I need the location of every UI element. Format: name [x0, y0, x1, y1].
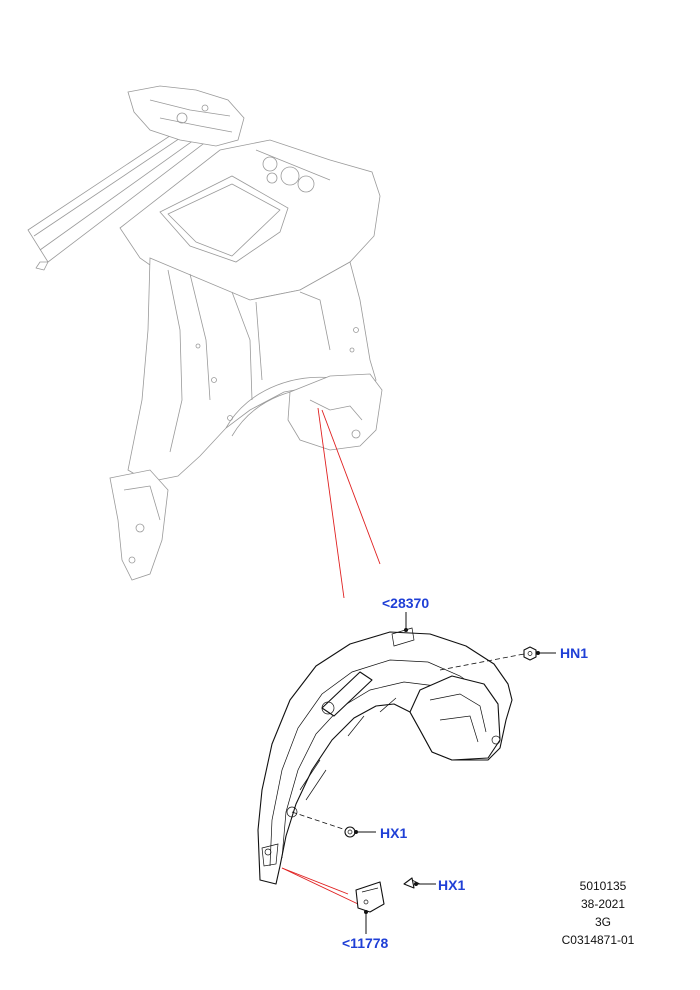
reference-line-3: 3G [595, 915, 611, 929]
nut-icon [523, 646, 537, 661]
reference-block: 5010135 38-2021 3G C0314871-01 [562, 879, 635, 947]
reference-line-liner-a [317, 407, 345, 599]
reference-line-flap-a [281, 867, 349, 895]
callout-nut-top: HN1 [560, 645, 588, 661]
callout-flap: <11778 [342, 935, 389, 951]
reference-line-flap-b [281, 867, 359, 905]
body-shell-illustration [27, 85, 383, 581]
leader-lines [354, 612, 556, 934]
reference-line-1: 5010135 [580, 879, 627, 893]
callout-screw-low: HX1 [438, 877, 465, 893]
callout-screw-mid: HX1 [380, 825, 407, 841]
mud-flap-illustration [355, 881, 385, 913]
screw-axis-mid [291, 811, 347, 831]
callout-liner: <28370 [382, 595, 429, 611]
reference-line-4: C0314871-01 [562, 933, 635, 947]
screw-icon [344, 826, 356, 838]
nut-axis [439, 653, 525, 671]
wheelarch-liner-illustration [257, 627, 513, 885]
reference-line-2: 38-2021 [581, 897, 625, 911]
reference-line-liner-b [321, 409, 381, 565]
reference-lines [281, 407, 381, 905]
